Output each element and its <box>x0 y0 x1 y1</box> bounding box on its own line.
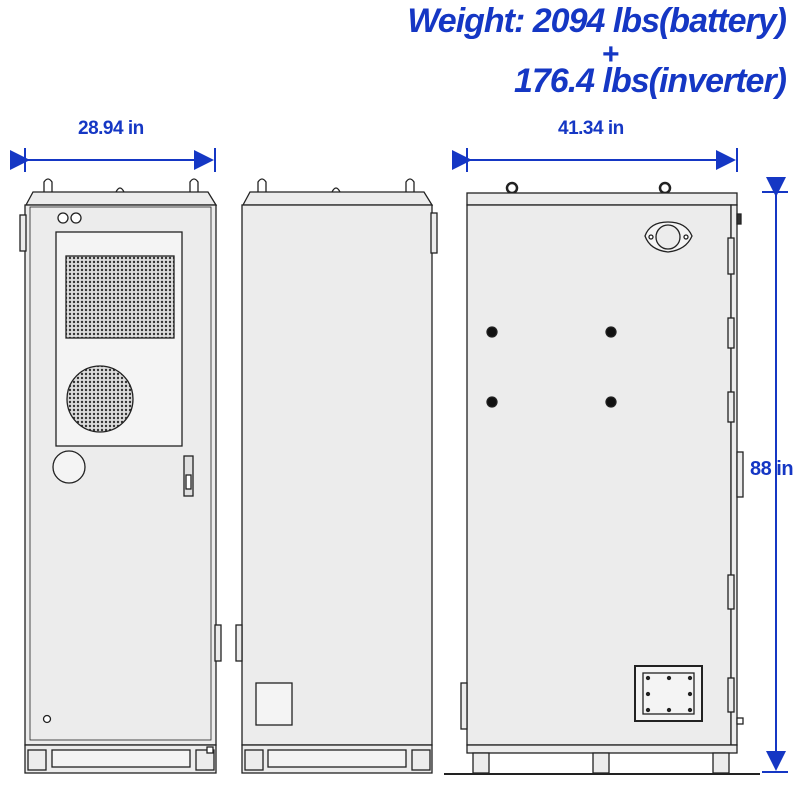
width-dimension-label: 28.94 in <box>78 118 144 139</box>
depth-view-cabinet <box>444 181 760 775</box>
depth-dimension-label: 41.34 in <box>558 118 624 139</box>
weight-plus-sign: + <box>601 38 619 71</box>
height-dimension-arrow <box>762 177 788 773</box>
inverter-weight-line: 176.4 lbs(inverter) <box>513 62 787 100</box>
depth-dimension-arrow <box>452 148 738 172</box>
weight-title-line: Weight: 2094 lbs(battery) <box>407 2 787 40</box>
width-dimension-arrow <box>10 148 216 172</box>
front-view-cabinet <box>19 178 222 774</box>
side-view-cabinet <box>235 178 438 774</box>
